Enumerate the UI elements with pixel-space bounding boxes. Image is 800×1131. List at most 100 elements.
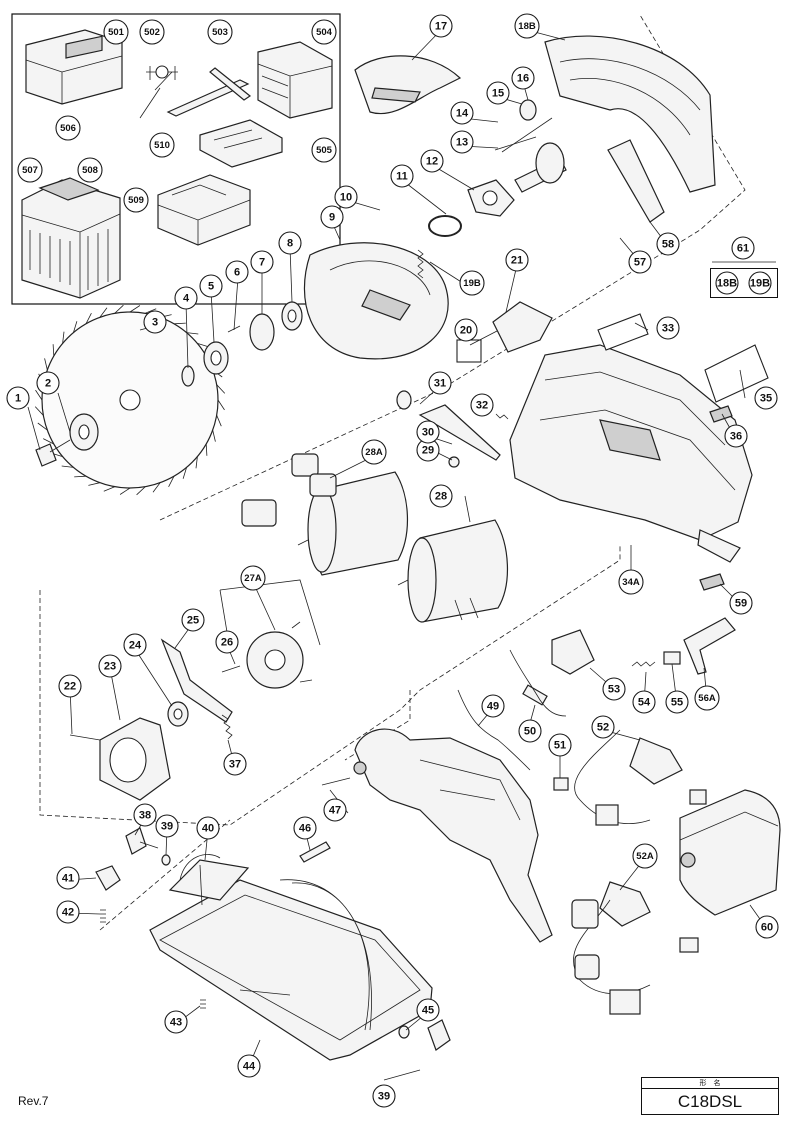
callout-number: 52A [636,851,654,862]
callout-34a: 34A [618,569,644,595]
callout-9: 9 [320,205,344,229]
case-organizer-tray [157,174,251,246]
motor-28 [397,519,508,623]
callout-55: 55 [665,690,689,714]
callout-number: 26 [221,637,233,649]
callout-53: 53 [602,677,626,701]
group-61-member-19b: 19B [748,271,772,295]
callout-number: 11 [396,171,408,183]
callout-number: 12 [426,156,438,168]
callout-56a: 56A [694,685,720,711]
retaining-ring [428,215,462,237]
guard-spring [417,249,424,279]
screw-long [501,117,553,153]
callout-number: 51 [554,740,566,752]
callout-number: 19B [463,278,481,289]
callout-39b: 39 [372,1084,396,1108]
callout-3: 3 [143,310,167,334]
wrench-tool [139,65,178,119]
callout-57: 57 [628,250,652,274]
callout-12: 12 [420,149,444,173]
callout-43: 43 [164,1010,188,1034]
spindle-gear [494,136,567,193]
callout-number: 39 [378,1091,390,1103]
callout-13: 13 [450,130,474,154]
callout-number: 22 [64,681,76,693]
callout-number: 508 [82,165,98,176]
guard-lever [607,139,665,223]
callout-number: 33 [662,323,674,335]
callout-39a: 39 [155,814,179,838]
callout-number: 3 [152,317,158,329]
lever-56A [683,617,736,675]
label-small-20 [456,339,482,363]
harness-52A [571,881,699,1015]
callout-60: 60 [755,915,779,939]
gear-cover-23 [99,717,171,801]
plunger-55 [663,651,681,665]
callout-number: 58 [662,239,674,251]
callout-58: 58 [656,232,680,256]
switch-53 [551,629,595,675]
battery-charger [25,29,123,105]
callout-18b: 18B [514,13,540,39]
callout-25: 25 [181,608,205,632]
callout-54: 54 [632,690,656,714]
callout-30: 30 [416,420,440,444]
knob-39b [427,1019,451,1051]
callout-number: 38 [139,810,151,822]
callout-number: 4 [183,293,190,305]
callout-44: 44 [237,1054,261,1078]
callout-33: 33 [656,316,680,340]
motor-group-outline [39,545,621,826]
callout-number: 60 [761,922,773,934]
callout-8: 8 [278,231,302,255]
screw-22 [69,734,101,741]
callout-32: 32 [470,393,494,417]
group-61-member-18b: 18B [715,271,739,295]
callout-number: 20 [460,325,472,337]
callout-503: 503 [207,19,233,45]
callout-number: 14 [456,108,469,120]
callout-number: 35 [760,393,772,405]
callout-26: 26 [215,630,239,654]
callout-number: 504 [316,27,333,38]
callout-36: 36 [724,424,748,448]
revision-label: Rev.7 [18,1094,49,1108]
callout-number: 15 [492,88,504,100]
saw-blade [34,304,226,496]
callout-31: 31 [428,371,452,395]
callout-2: 2 [36,371,60,395]
washer-outer [69,413,99,451]
callout-number: 509 [128,195,144,206]
callout-number: 37 [229,759,241,771]
handle-housing [353,728,553,943]
small-spring-32 [495,413,509,420]
svg-text:19B: 19B [750,278,770,290]
callout-504: 504 [311,19,337,45]
callout-number: 17 [435,21,447,33]
callout-number: 24 [129,640,142,652]
bolt-44 [239,989,291,996]
callout-number: 23 [104,661,116,673]
callout-1: 1 [6,386,30,410]
callout-28a: 28A [361,439,387,465]
callout-number: 30 [422,427,434,439]
title-block: 形 名 C18DSL [641,1077,779,1115]
callout-number: 6 [234,267,240,279]
callout-number: 59 [735,598,747,610]
callout-506: 506 [55,115,81,141]
callout-502: 502 [139,19,165,45]
callout-number: 5 [208,281,214,293]
wire-49 [457,689,531,771]
callout-number: 49 [487,701,499,713]
bearing-housing [467,179,515,217]
callout-24: 24 [123,633,147,657]
callout-number: 54 [638,697,651,709]
callout-number: 506 [60,123,76,134]
callout-number: 55 [671,697,683,709]
case-insert-tray [199,119,283,168]
group-61-box [710,268,778,298]
callout-number: 16 [517,73,529,85]
callout-38: 38 [133,803,157,827]
